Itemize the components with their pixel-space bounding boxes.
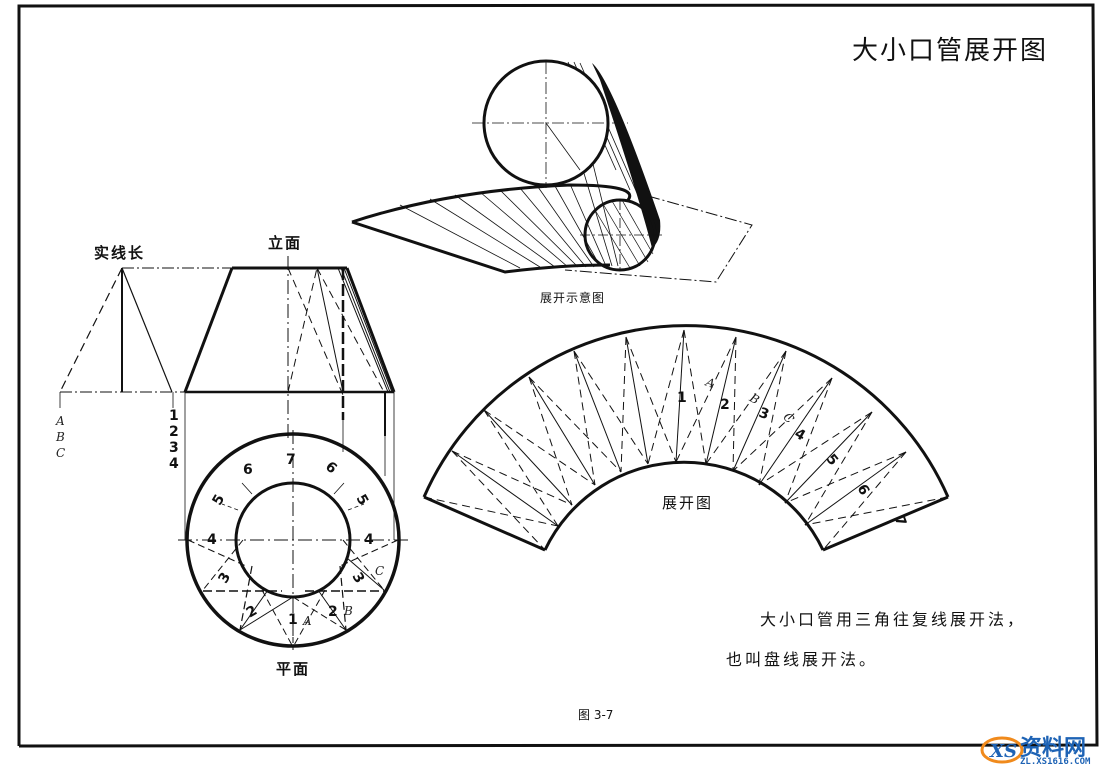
true-length-number-4: 4 <box>169 456 179 472</box>
plan-letter-a: A <box>303 614 312 628</box>
plan-number-1: 1 <box>288 612 298 628</box>
true-length-letter-a: A <box>56 414 65 428</box>
watermark-url: ZL.XS1616.COM <box>1020 757 1091 767</box>
plan-view <box>178 430 408 650</box>
development-view <box>422 324 950 552</box>
schematic-view <box>351 59 753 283</box>
development-number-1: 1 <box>677 390 687 406</box>
plan-number-7: 7 <box>286 452 296 468</box>
development-number-2: 2 <box>720 397 730 413</box>
elevation-label: 立面 <box>268 234 303 252</box>
true-length-label: 实线长 <box>94 244 146 262</box>
watermark-text: 资料网 <box>1020 736 1087 761</box>
figure-number: 图 3-7 <box>578 708 614 722</box>
true-length-letter-b: B <box>56 430 65 444</box>
note-line-1: 大小口管用三角往复线展开法， <box>760 610 1027 629</box>
development-label: 展开图 <box>662 494 714 512</box>
true-length-number-3: 3 <box>169 440 179 456</box>
plan-number-4-right: 4 <box>364 532 374 548</box>
note-line-2: 也叫盘线展开法。 <box>726 650 879 669</box>
plan-number-6-left: 6 <box>243 462 253 478</box>
true-length-letter-c: C <box>56 446 66 460</box>
plan-number-4-left: 4 <box>207 532 217 548</box>
plan-letter-b: B <box>344 604 353 618</box>
true-length-view <box>59 267 174 408</box>
plan-number-2-right: 2 <box>328 604 338 620</box>
drawing-title: 大小口管展开图 <box>852 36 1049 66</box>
true-length-number-1: 1 <box>169 408 179 424</box>
true-length-number-2: 2 <box>169 424 179 440</box>
schematic-label: 展开示意图 <box>540 291 606 305</box>
page-border <box>17 3 1099 748</box>
elevation-view <box>60 256 396 540</box>
watermark-logo-icon: XS <box>980 736 1024 764</box>
svg-text:XS: XS <box>989 741 1017 762</box>
plan-label: 平面 <box>276 660 311 678</box>
plan-letter-c: C <box>375 564 385 578</box>
